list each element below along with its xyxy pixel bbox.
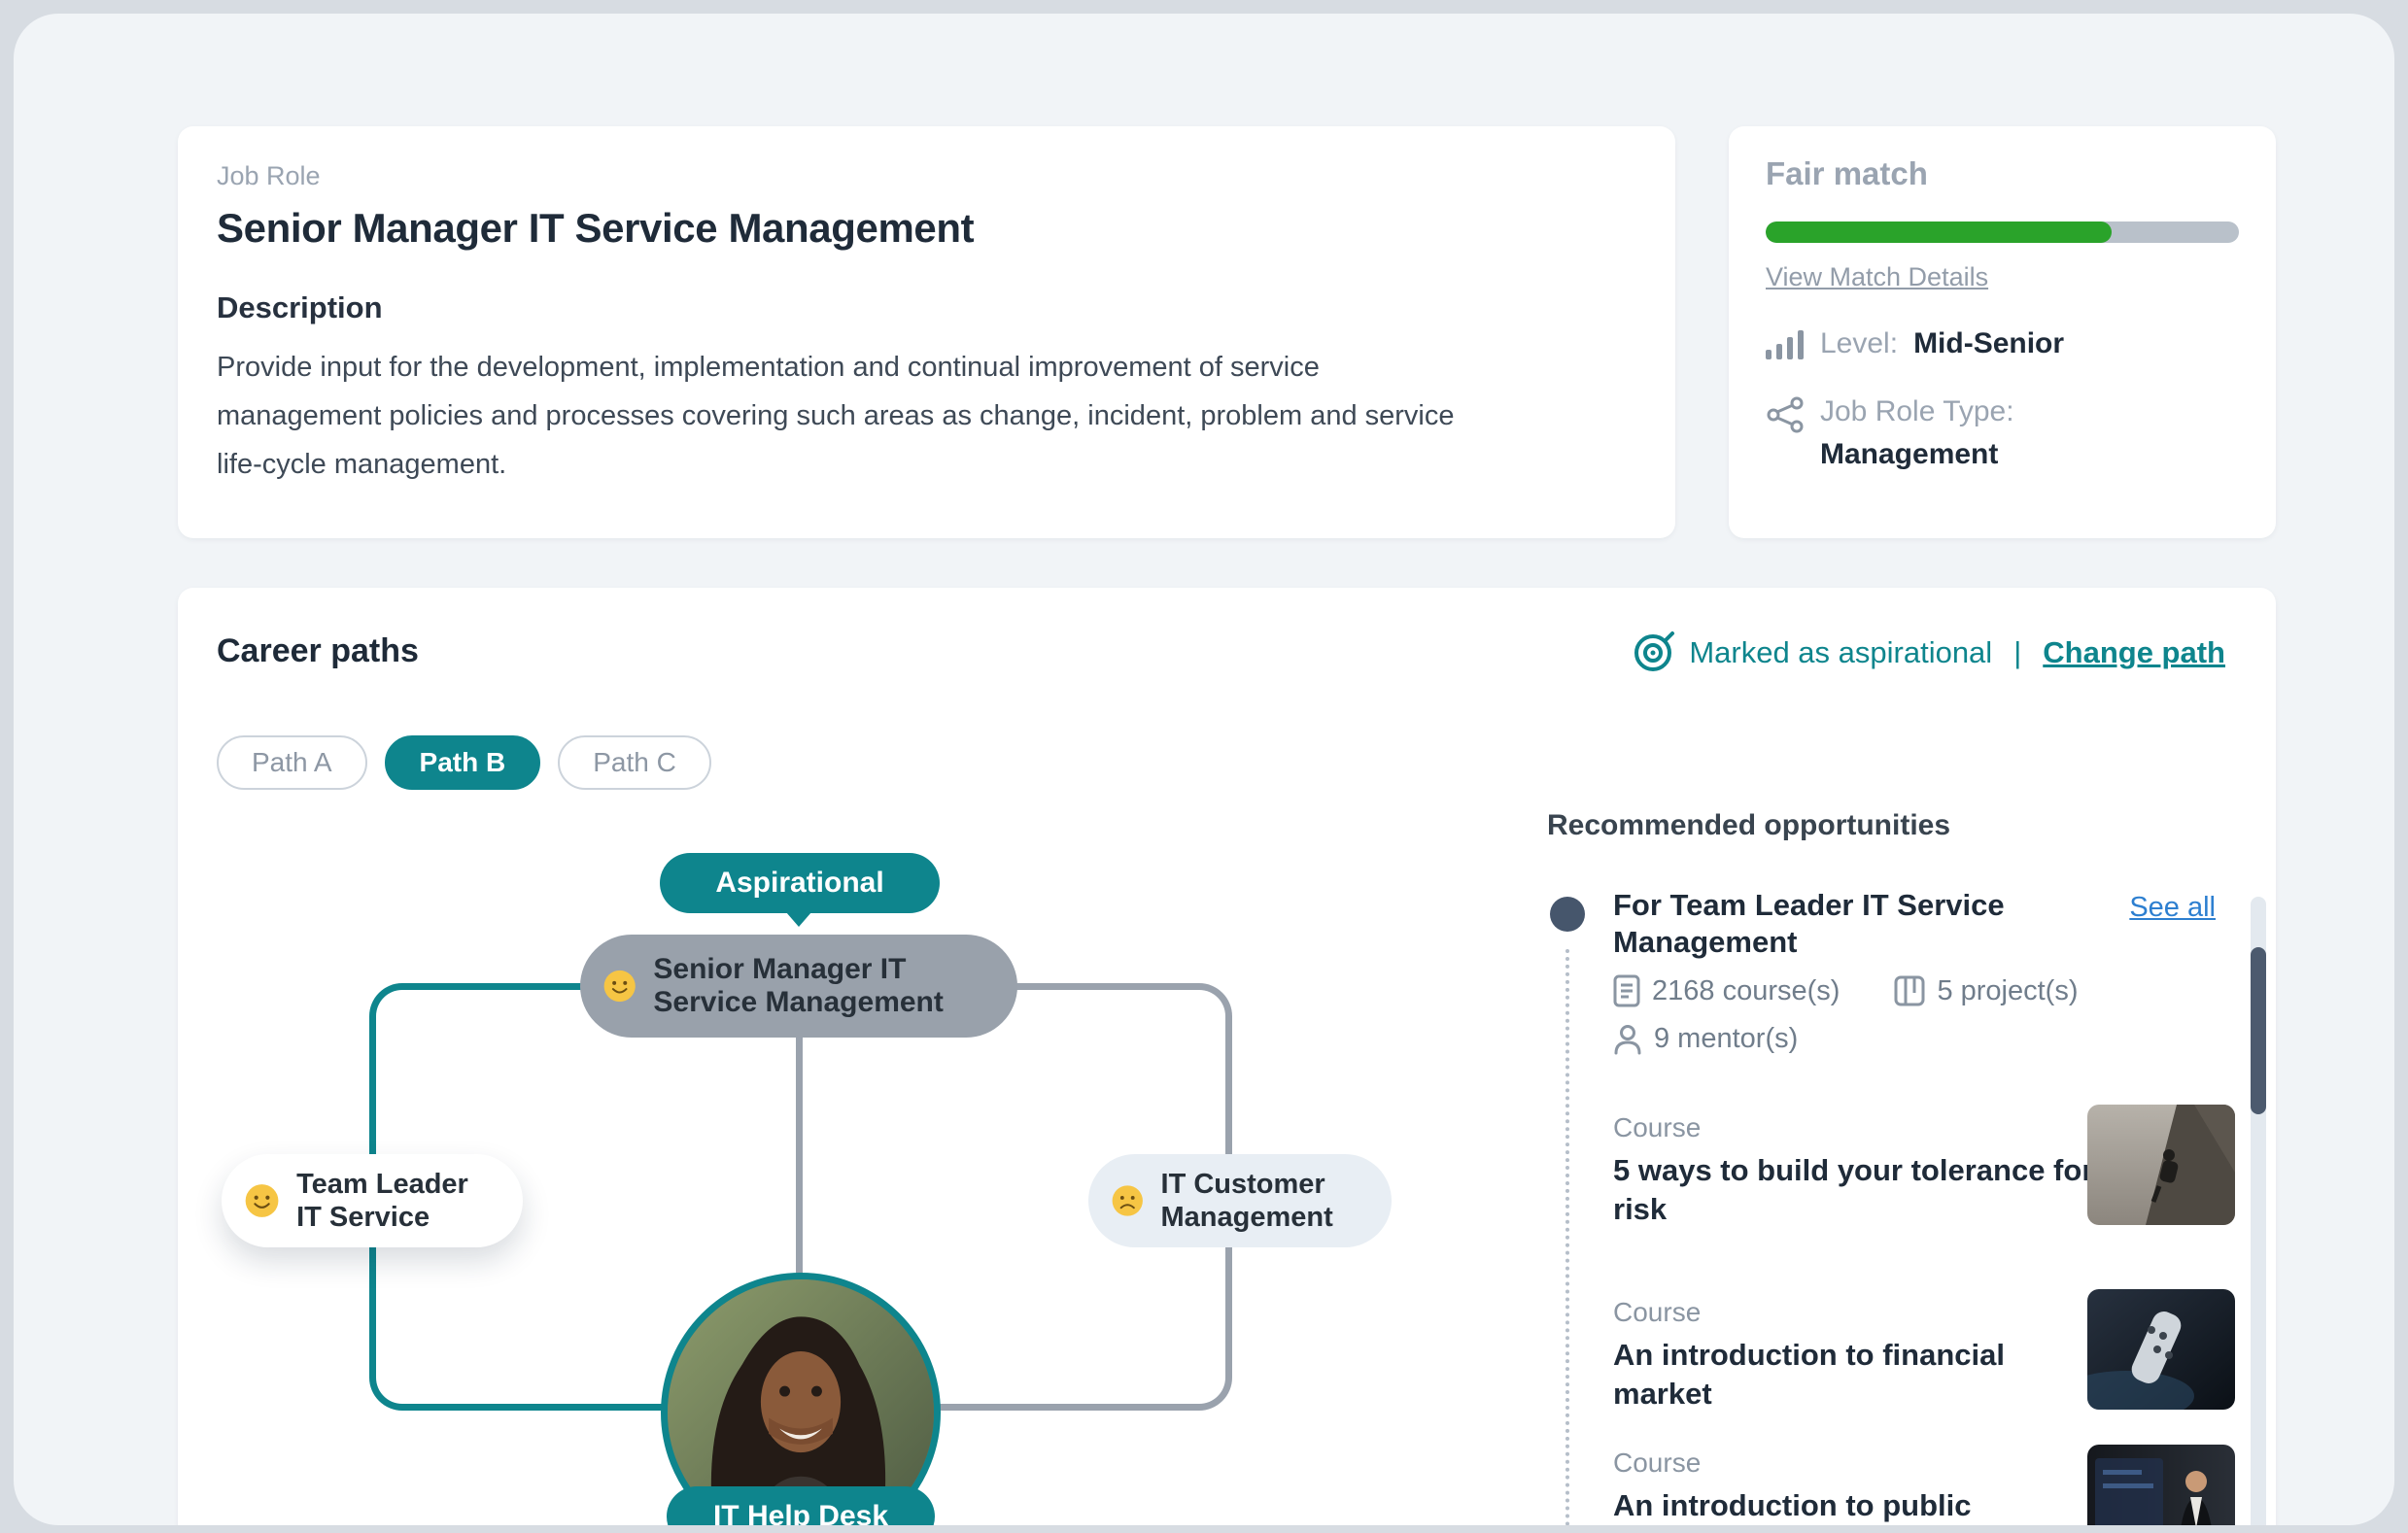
smiley-sad-icon <box>1112 1185 1143 1216</box>
smiley-happy-icon <box>245 1184 279 1217</box>
path-tabs: Path A Path B Path C <box>217 735 711 790</box>
fair-match-title: Fair match <box>1766 155 1928 191</box>
tab-path-b[interactable]: Path B <box>384 735 541 790</box>
opportunities-scrollbar-thumb[interactable] <box>2251 947 2266 1114</box>
job-role-card: Job Role Senior Manager IT Service Manag… <box>178 126 1675 538</box>
course-category: Course <box>1613 1297 1702 1327</box>
stat-courses: 2168 course(s) <box>1613 974 1840 1007</box>
role-type-value: Management <box>1820 438 1999 470</box>
change-path-link[interactable]: Change path <box>2043 635 2225 669</box>
course-title: An introduction to financial market <box>1613 1338 2005 1411</box>
signal-bars-icon <box>1766 330 1804 359</box>
node-current-role[interactable]: IT Help Desk <box>667 1486 935 1525</box>
stat-label: 2168 course(s) <box>1652 974 1840 1006</box>
course-list-item[interactable]: Course 5 ways to build your tolerance fo… <box>1613 1112 2099 1229</box>
career-paths-card: Career paths Marked as aspirational | Ch… <box>178 588 2276 1525</box>
rock-climbing-image <box>2087 1105 2235 1225</box>
opportunities-heading: Recommended opportunities <box>1547 809 1951 841</box>
course-title: 5 ways to build your tolerance for risk <box>1613 1153 2094 1226</box>
courses-icon <box>1613 974 1640 1007</box>
job-role-label: Job Role <box>217 161 321 190</box>
level-row: Level: Mid-Senior <box>1766 327 2239 360</box>
course-thumbnail-stage-speaker[interactable] <box>2087 1445 2235 1525</box>
description-text: Provide input for the development, imple… <box>217 352 1455 480</box>
course-thumbnail-tv-remote[interactable] <box>2087 1289 2235 1410</box>
course-title: An introduction to public speaking <box>1613 1488 1972 1522</box>
level-label: Level: <box>1820 327 1899 359</box>
fair-match-card: Fair match View Match Details Level: Mid… <box>1729 126 2276 538</box>
divider: | <box>2013 635 2022 669</box>
course-category: Course <box>1613 1448 1702 1478</box>
tab-path-a[interactable]: Path A <box>217 735 367 790</box>
stat-label: 5 project(s) <box>1937 974 2079 1006</box>
match-progress-bar <box>1766 221 2239 243</box>
course-category: Course <box>1613 1112 1702 1142</box>
aspirational-badge-pointer <box>786 912 811 927</box>
opportunities-scrollbar-track[interactable] <box>2251 897 2266 1525</box>
aspirational-badge: Aspirational <box>660 853 940 913</box>
course-list-item[interactable]: Course An introduction to public speakin… <box>1613 1448 2099 1525</box>
mentors-icon <box>1614 1024 1641 1054</box>
stage-speaker-image <box>2087 1445 2235 1525</box>
course-list-item[interactable]: Course An introduction to financial mark… <box>1613 1297 2099 1414</box>
projects-icon <box>1894 975 1925 1006</box>
view-match-details-link[interactable]: View Match Details <box>1766 262 1989 291</box>
timeline-dot <box>1550 897 1585 932</box>
stat-label: 9 mentor(s) <box>1654 1023 1799 1054</box>
current-role-avatar[interactable] <box>661 1273 941 1525</box>
stat-mentors: 9 mentor(s) <box>1613 1023 1798 1055</box>
aspirational-status-text: Marked as aspirational <box>1689 635 1993 669</box>
node-aspirational-role[interactable]: Senior Manager IT Service Management <box>580 935 1017 1038</box>
node-label: IT Customer Management <box>1160 1169 1333 1233</box>
page-title: Senior Manager IT Service Management <box>217 205 975 251</box>
match-progress-fill <box>1766 221 2112 243</box>
share-network-icon <box>1767 396 1804 433</box>
course-thumbnail-rock-climbing[interactable] <box>2087 1105 2235 1225</box>
node-label: Senior Manager IT Service Management <box>653 953 944 1018</box>
timeline-dotted-line <box>1565 949 1569 1525</box>
description-heading: Description <box>217 290 383 324</box>
role-type-row: Job Role Type: Management <box>1766 395 2239 471</box>
level-value: Mid-Senior <box>1913 327 2065 359</box>
tv-remote-image <box>2087 1289 2235 1410</box>
goal-target-icon <box>1634 631 1675 671</box>
see-all-link[interactable]: See all <box>2129 892 2216 923</box>
role-type-label: Job Role Type: <box>1820 395 2014 427</box>
smiley-happy-icon <box>603 970 636 1003</box>
opportunities-stats: 2168 course(s) 5 project(s) 9 mentor(s) <box>1613 974 2235 1055</box>
node-left-role[interactable]: Team Leader IT Service <box>222 1154 523 1247</box>
career-paths-heading: Career paths <box>217 632 419 669</box>
tab-path-c[interactable]: Path C <box>558 735 711 790</box>
aspirational-status-row: Marked as aspirational | Change path <box>1631 630 2225 675</box>
node-label: Team Leader IT Service <box>296 1169 468 1233</box>
main-panel: Job Role Senior Manager IT Service Manag… <box>14 14 2394 1525</box>
node-right-role[interactable]: IT Customer Management <box>1088 1154 1392 1247</box>
opportunities-group-title: For Team Leader IT Service Management <box>1613 888 2005 959</box>
stat-projects: 5 project(s) <box>1894 974 2078 1007</box>
path-connector-current <box>796 1033 803 1278</box>
avatar-photo <box>668 1279 934 1525</box>
